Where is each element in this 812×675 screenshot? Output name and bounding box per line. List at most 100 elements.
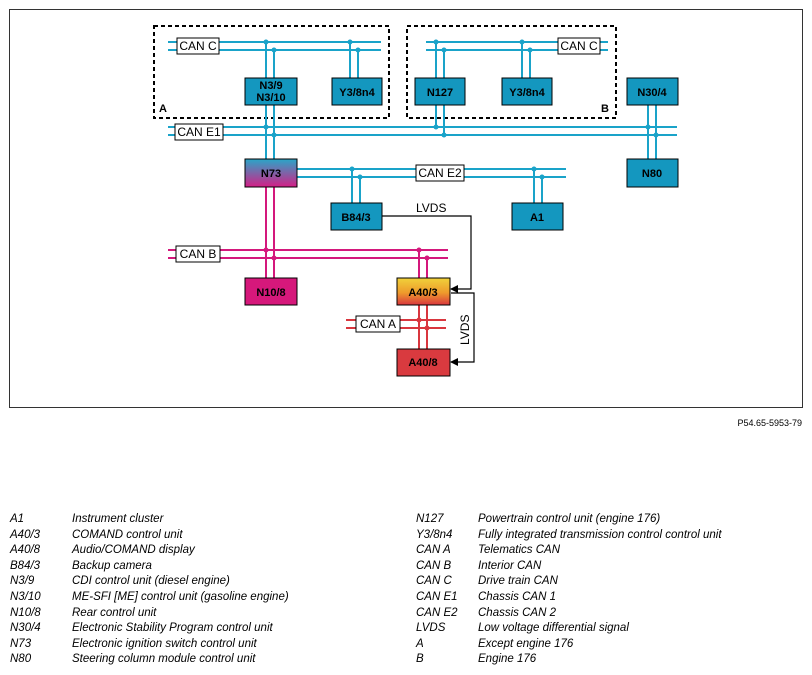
- lvds-links: [382, 215, 475, 366]
- legend-row: B84/3 Backup camera: [10, 559, 289, 575]
- legend-row: CAN E1 Chassis CAN 1: [416, 590, 722, 606]
- figure-id: P54.65-5953-79: [737, 418, 802, 428]
- legend-row: Y3/8n4 Fully integrated transmission cont…: [416, 528, 722, 544]
- legend-code: Y3/8n4: [416, 528, 453, 541]
- node-a1[interactable]: A1: [511, 202, 564, 231]
- legend-desc: Telematics CAN: [478, 544, 561, 557]
- legend-code: N73: [10, 637, 32, 650]
- region-b-label: B: [601, 103, 609, 115]
- legend-row: A40/8 Audio/COMAND display: [10, 543, 289, 559]
- can-b-tag: [175, 245, 221, 263]
- node-a40-3[interactable]: A40/3: [396, 277, 451, 306]
- region-a-box: [153, 25, 390, 119]
- node-n3-9-label: N3/9: [259, 80, 282, 92]
- legend-desc: Powertrain control unit (engine 176): [478, 513, 661, 525]
- can-c-a-label: CAN C: [179, 39, 217, 53]
- node-n73[interactable]: N73: [244, 158, 298, 188]
- legend-desc: ME-SFI [ME] control unit (gasoline engin…: [72, 590, 289, 603]
- legend-code: A1: [10, 513, 25, 525]
- node-n3-9-n3-10[interactable]: N3/9 N3/10: [244, 77, 298, 106]
- legend-code: N10/8: [10, 606, 41, 619]
- can-c-a-tag: [176, 37, 220, 55]
- legend-code: A40/8: [10, 544, 41, 557]
- legend-code: LVDS: [416, 622, 446, 635]
- legend-row: CAN C Drive train CAN: [416, 574, 722, 590]
- legend-row: N10/8 Rear control unit: [10, 606, 289, 622]
- can-e2-tag: [415, 164, 465, 182]
- can-e1-label: CAN E1: [177, 125, 221, 139]
- legend-row: N3/10 ME-SFI [ME] control unit (gasoline …: [10, 590, 289, 606]
- legend-desc: Electronic Stability Program control uni…: [72, 622, 273, 635]
- legend-desc: CDI control unit (diesel engine): [72, 575, 230, 588]
- legend-code: B84/3: [10, 559, 41, 572]
- node-n10-8-label: N10/8: [256, 287, 285, 299]
- legend-code: A: [416, 637, 424, 650]
- legend-code: CAN E2: [416, 606, 458, 619]
- node-n127[interactable]: N127: [414, 77, 466, 106]
- legend-left: A1 Instrument cluster A40/3 COMAND control…: [10, 512, 289, 668]
- network-diagram: A B CAN C CAN C: [9, 9, 803, 408]
- node-a40-8-label: A40/8: [408, 357, 437, 369]
- node-y3-8n4-b[interactable]: Y3/8n4: [501, 77, 553, 106]
- node-y3-8n4-b-label: Y3/8n4: [509, 87, 545, 99]
- legend-desc: Interior CAN: [478, 559, 542, 572]
- node-n30-4[interactable]: N30/4: [626, 77, 679, 106]
- legend-code: A40/3: [10, 528, 41, 541]
- legend-desc: Except engine 176: [478, 637, 574, 650]
- legend-desc: Drive train CAN: [478, 575, 558, 588]
- legend-desc: Rear control unit: [72, 606, 157, 619]
- can-a-tag: [355, 315, 401, 333]
- node-y3-8n4-a[interactable]: Y3/8n4: [331, 77, 383, 106]
- legend-code: CAN E1: [416, 590, 458, 603]
- lvds-label-1: LVDS: [416, 201, 446, 215]
- legend-desc: Steering column module control unit: [72, 653, 256, 666]
- node-a1-label: A1: [530, 212, 544, 224]
- legend-row: N80 Steering column module control unit: [10, 652, 289, 668]
- legend-code: CAN B: [416, 559, 452, 572]
- legend-desc: COMAND control unit: [72, 528, 183, 541]
- legend-desc: Low voltage differential signal: [478, 622, 629, 635]
- node-b84-3[interactable]: B84/3: [330, 202, 383, 231]
- node-b84-3-label: B84/3: [341, 212, 370, 224]
- region-a-label: A: [159, 103, 167, 115]
- legend-row: A1 Instrument cluster: [10, 512, 289, 528]
- legend-desc: Fully integrated transmission control co…: [478, 528, 722, 541]
- can-e2-label: CAN E2: [418, 166, 462, 180]
- node-a40-3-label: A40/3: [408, 287, 437, 299]
- legend-row: N3/9 CDI control unit (diesel engine): [10, 574, 289, 590]
- legend-desc: Engine 176: [478, 653, 537, 666]
- node-n80-label: N80: [642, 168, 662, 180]
- legend-desc: Audio/COMAND display: [72, 544, 195, 557]
- legend-row: A Except engine 176: [416, 637, 722, 653]
- can-b-label: CAN B: [180, 247, 217, 261]
- can-e1-bus: [168, 105, 677, 159]
- legend-code: CAN C: [416, 575, 452, 588]
- legend-desc: Chassis CAN 1: [478, 590, 556, 603]
- node-a40-8[interactable]: A40/8: [396, 348, 451, 377]
- can-e1-tag: [174, 123, 224, 141]
- node-n10-8[interactable]: N10/8: [244, 277, 298, 306]
- can-b-bus: [168, 187, 448, 278]
- legend-code: N3/10: [10, 590, 41, 603]
- legend-code: CAN A: [416, 544, 451, 557]
- legend-code: N30/4: [10, 622, 41, 635]
- lvds-label-2: LVDS: [458, 315, 472, 345]
- legend-desc: Backup camera: [72, 559, 152, 572]
- legend-desc: Chassis CAN 2: [478, 606, 556, 619]
- node-n73-label: N73: [261, 168, 281, 180]
- can-c-b-tag: [557, 37, 601, 55]
- node-n80[interactable]: N80: [626, 158, 679, 188]
- node-n127-label: N127: [427, 87, 453, 99]
- legend-code: B: [416, 653, 424, 666]
- node-n30-4-label: N30/4: [637, 87, 667, 99]
- legend-code: N80: [10, 653, 32, 666]
- legend-desc: Instrument cluster: [72, 513, 164, 525]
- legend-row: B Engine 176: [416, 652, 722, 668]
- legend-code: N3/9: [10, 575, 35, 588]
- legend-row: N30/4 Electronic Stability Program contro…: [10, 621, 289, 637]
- node-y3-8n4-a-label: Y3/8n4: [339, 87, 375, 99]
- region-b-box: [406, 25, 617, 119]
